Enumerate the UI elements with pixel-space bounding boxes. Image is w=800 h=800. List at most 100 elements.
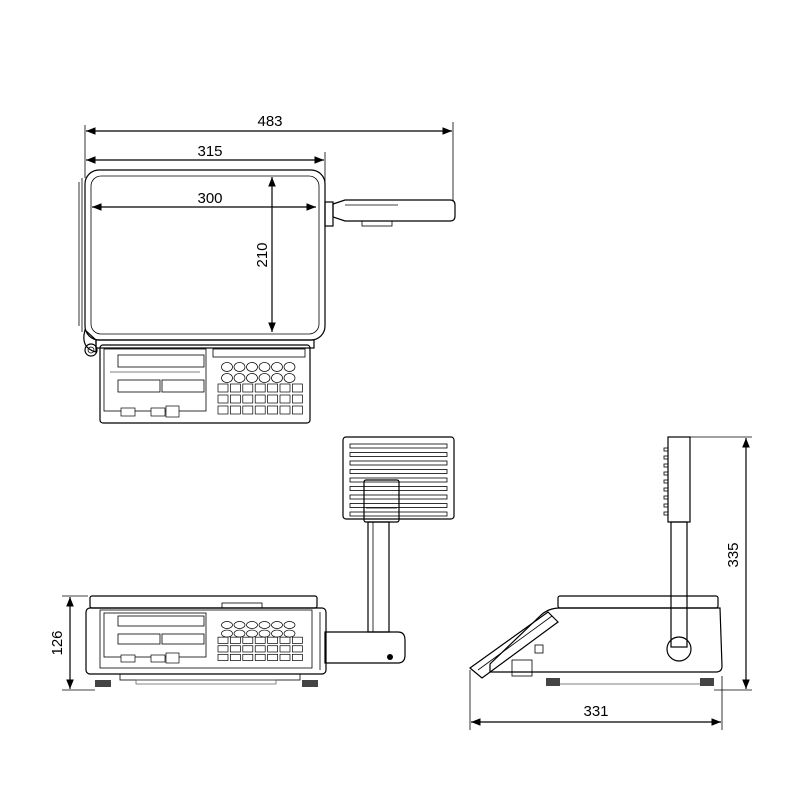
keypad-front bbox=[217, 621, 303, 661]
keypad-key bbox=[217, 636, 229, 644]
keypad-key bbox=[254, 394, 266, 404]
platter-side bbox=[557, 595, 719, 609]
label-strip bbox=[212, 348, 306, 358]
front-display-row-2b bbox=[161, 633, 205, 645]
front-panel-side-line bbox=[477, 615, 553, 671]
keypad-key bbox=[217, 394, 229, 404]
display-row-1 bbox=[117, 354, 205, 368]
body-side bbox=[489, 607, 723, 673]
foot-left bbox=[95, 680, 111, 687]
dim-label-315: 315 bbox=[197, 143, 222, 160]
front-print-key bbox=[165, 652, 180, 664]
keypad-key bbox=[254, 645, 266, 653]
keypad-oval-key bbox=[271, 629, 283, 638]
pole-side-tick bbox=[663, 471, 669, 476]
power-key bbox=[120, 407, 136, 417]
keypad-key bbox=[279, 645, 291, 653]
front-display-window-front bbox=[103, 612, 207, 658]
keypad-key bbox=[254, 636, 266, 644]
keypad-key bbox=[230, 394, 241, 404]
keypad-key bbox=[267, 394, 278, 404]
keypad-key bbox=[242, 383, 254, 393]
front-panel-side bbox=[469, 611, 559, 679]
keypad-key bbox=[217, 645, 229, 653]
keypad-oval-key bbox=[283, 373, 296, 383]
side-printer-door bbox=[511, 659, 533, 677]
dim-label-300: 300 bbox=[197, 190, 222, 207]
keypad-oval-key bbox=[233, 373, 246, 383]
keypad-key bbox=[292, 636, 303, 644]
keypad-oval-key bbox=[233, 621, 246, 629]
keypad-oval-key bbox=[233, 629, 246, 638]
display-row-2b bbox=[161, 379, 205, 393]
front-function-key bbox=[150, 654, 166, 663]
pole-column-side bbox=[670, 521, 688, 648]
front-panel bbox=[99, 344, 311, 424]
keypad-key bbox=[292, 405, 303, 415]
front-display-row-2a bbox=[117, 633, 161, 645]
keypad-oval-key bbox=[283, 362, 296, 372]
keypad-key bbox=[292, 653, 303, 661]
keypad-oval-key bbox=[221, 373, 233, 383]
keypad-key bbox=[267, 653, 278, 661]
keypad-key bbox=[230, 405, 241, 415]
keypad-key bbox=[267, 405, 278, 415]
pole-display-stem-top bbox=[361, 220, 393, 227]
pole-display-top bbox=[332, 199, 456, 222]
keypad-key bbox=[230, 636, 241, 644]
pole-base-arm bbox=[324, 631, 406, 664]
dim-label-483: 483 bbox=[257, 113, 282, 130]
keypad-key bbox=[254, 653, 266, 661]
side-view: 335 331 bbox=[469, 436, 752, 730]
platter-inner bbox=[90, 175, 320, 335]
keypad-key bbox=[242, 636, 254, 644]
keypad-oval-key bbox=[258, 373, 271, 383]
keypad-key bbox=[279, 383, 291, 393]
pole-side-tick bbox=[663, 479, 669, 484]
level-bubble-inner bbox=[87, 346, 95, 354]
keypad-key bbox=[267, 383, 278, 393]
keypad-top bbox=[217, 362, 303, 415]
foot-right bbox=[302, 680, 318, 687]
base-plate bbox=[119, 673, 301, 681]
level-bubble bbox=[84, 343, 98, 357]
keypad-key bbox=[242, 653, 254, 661]
keypad-oval-key bbox=[221, 629, 233, 638]
dim-label-331: 331 bbox=[583, 703, 608, 720]
pole-side-tick bbox=[663, 503, 669, 508]
function-key bbox=[150, 407, 166, 417]
base-lower-plate bbox=[135, 679, 277, 685]
keypad-oval-key bbox=[271, 621, 283, 629]
pole-column-front bbox=[367, 521, 390, 633]
keypad-key bbox=[292, 645, 303, 653]
top-view: 483 315 300 210 bbox=[78, 113, 456, 424]
pole-side-tick bbox=[663, 447, 669, 452]
pole-display-slat bbox=[349, 443, 448, 449]
pole-bolt bbox=[387, 654, 393, 660]
keypad-key bbox=[242, 645, 254, 653]
pole-display-slat bbox=[349, 460, 448, 466]
pole-joint-side bbox=[666, 636, 692, 662]
pole-side-tick bbox=[663, 487, 669, 492]
body-front-ledge bbox=[95, 339, 315, 349]
platter-front-tab bbox=[221, 602, 263, 609]
front-display-row-1 bbox=[117, 615, 205, 627]
pole-side-tick bbox=[663, 463, 669, 468]
keypad-oval-key bbox=[258, 621, 271, 629]
keypad-key bbox=[267, 636, 278, 644]
keypad-key bbox=[279, 653, 291, 661]
keypad-key bbox=[254, 405, 266, 415]
keypad-key bbox=[242, 405, 254, 415]
display-row-2a bbox=[117, 379, 161, 393]
keypad-oval-key bbox=[233, 362, 246, 372]
pole-clamp-top bbox=[324, 201, 334, 227]
side-port bbox=[534, 644, 544, 654]
keypad-oval-key bbox=[221, 362, 233, 372]
pole-side-tick bbox=[663, 511, 669, 516]
pole-side-tick bbox=[663, 455, 669, 460]
dim-label-126: 126 bbox=[49, 630, 66, 655]
keypad-key bbox=[217, 405, 229, 415]
keypad-oval-key bbox=[246, 621, 258, 629]
keypad-key bbox=[230, 645, 241, 653]
